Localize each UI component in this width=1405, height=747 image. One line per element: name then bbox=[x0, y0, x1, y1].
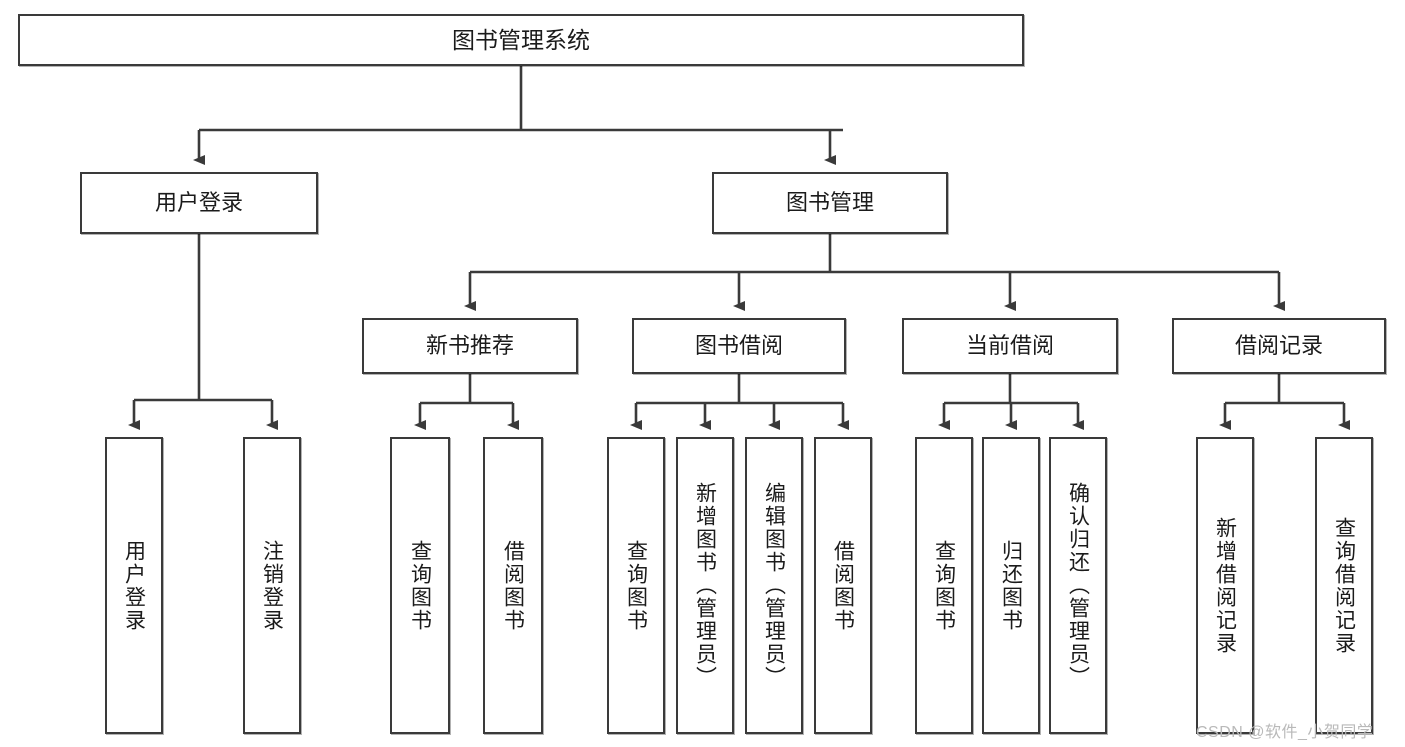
node-label: 查询图书 bbox=[932, 539, 956, 632]
node-label: 归还图书 bbox=[999, 539, 1023, 632]
node-label: 借阅图书 bbox=[501, 539, 525, 632]
node-leaf-confirm-return[interactable]: 确认归还（管理员） bbox=[1049, 437, 1107, 734]
node-book-borrow[interactable]: 图书借阅 bbox=[632, 318, 846, 374]
node-label: 确认归还（管理员） bbox=[1066, 482, 1090, 689]
node-leaf-return-book[interactable]: 归还图书 bbox=[982, 437, 1040, 734]
node-leaf-borrow-book-2[interactable]: 借阅图书 bbox=[814, 437, 872, 734]
node-label: 当前借阅 bbox=[965, 333, 1054, 359]
node-leaf-borrow-book-1[interactable]: 借阅图书 bbox=[483, 437, 543, 734]
node-user-login[interactable]: 用户登录 bbox=[80, 172, 318, 234]
watermark-text: CSDN @软件_小贺同学 bbox=[1196, 724, 1374, 741]
node-label: 新增借阅记录 bbox=[1213, 516, 1237, 655]
node-root-system[interactable]: 图书管理系统 bbox=[18, 14, 1024, 66]
node-borrow-record[interactable]: 借阅记录 bbox=[1172, 318, 1386, 374]
node-label: 图书管理 bbox=[785, 190, 874, 216]
node-label: 新书推荐 bbox=[425, 333, 514, 359]
node-book-manage[interactable]: 图书管理 bbox=[712, 172, 948, 234]
node-leaf-add-book[interactable]: 新增图书（管理员） bbox=[676, 437, 734, 734]
node-leaf-query-book-3[interactable]: 查询图书 bbox=[915, 437, 973, 734]
node-label: 用户登录 bbox=[154, 190, 243, 216]
node-label: 图书管理系统 bbox=[452, 26, 590, 53]
node-leaf-query-book-1[interactable]: 查询图书 bbox=[390, 437, 450, 734]
node-label: 编辑图书（管理员） bbox=[762, 482, 786, 689]
node-leaf-query-record[interactable]: 查询借阅记录 bbox=[1315, 437, 1373, 734]
node-label: 新增图书（管理员） bbox=[693, 482, 717, 689]
node-label: 图书借阅 bbox=[694, 333, 783, 359]
node-current-borrow[interactable]: 当前借阅 bbox=[902, 318, 1118, 374]
node-label: 查询图书 bbox=[408, 539, 432, 632]
node-label: 注销登录 bbox=[260, 539, 284, 632]
node-leaf-add-record[interactable]: 新增借阅记录 bbox=[1196, 437, 1254, 734]
node-new-book-recommend[interactable]: 新书推荐 bbox=[362, 318, 578, 374]
node-label: 用户登录 bbox=[122, 539, 146, 632]
node-label: 查询图书 bbox=[624, 539, 648, 632]
node-leaf-user-login[interactable]: 用户登录 bbox=[105, 437, 163, 734]
node-leaf-edit-book[interactable]: 编辑图书（管理员） bbox=[745, 437, 803, 734]
node-leaf-query-book-2[interactable]: 查询图书 bbox=[607, 437, 665, 734]
node-label: 借阅图书 bbox=[831, 539, 855, 632]
node-label: 借阅记录 bbox=[1234, 333, 1323, 359]
node-leaf-user-logout[interactable]: 注销登录 bbox=[243, 437, 301, 734]
node-label: 查询借阅记录 bbox=[1332, 516, 1356, 655]
